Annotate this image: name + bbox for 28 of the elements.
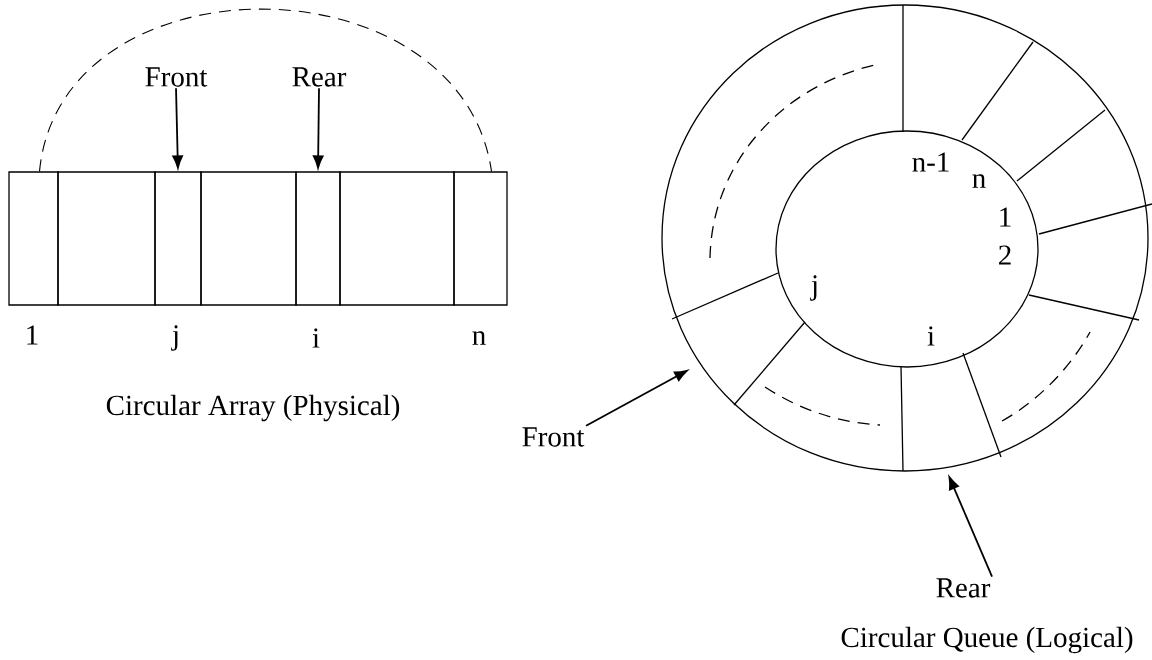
caption: Circular Queue (Logical): [841, 626, 1133, 654]
array-cell: [295, 171, 341, 306]
caption: Circular Array (Physical): [106, 394, 400, 422]
array-cell: [200, 171, 297, 306]
array-cell: [453, 171, 508, 306]
arrow: [172, 87, 183, 169]
arrow: [585, 369, 688, 427]
array-cell: [57, 171, 156, 306]
pointer-label: Rear: [936, 578, 991, 598]
arrow: [948, 476, 993, 578]
index-label: i: [927, 326, 935, 346]
index-label: n: [472, 331, 486, 345]
pointer-label: Front: [522, 427, 585, 447]
index-label: i: [312, 328, 320, 348]
index-label: 1: [27, 325, 38, 345]
pointer-label: Rear: [292, 67, 347, 87]
index-label: 2: [999, 245, 1011, 265]
index-label: n-1: [912, 152, 949, 172]
array-cell: [154, 171, 202, 306]
pointer-label: Front: [145, 67, 208, 87]
index-label: 1: [1000, 207, 1011, 227]
index-label: n: [972, 174, 986, 188]
array-cell: [339, 171, 455, 306]
index-label: j: [810, 275, 817, 301]
index-label: j: [171, 325, 178, 351]
dashed-arc: [38, 8, 493, 172]
arrow: [312, 87, 324, 169]
array-cell: [8, 171, 59, 306]
